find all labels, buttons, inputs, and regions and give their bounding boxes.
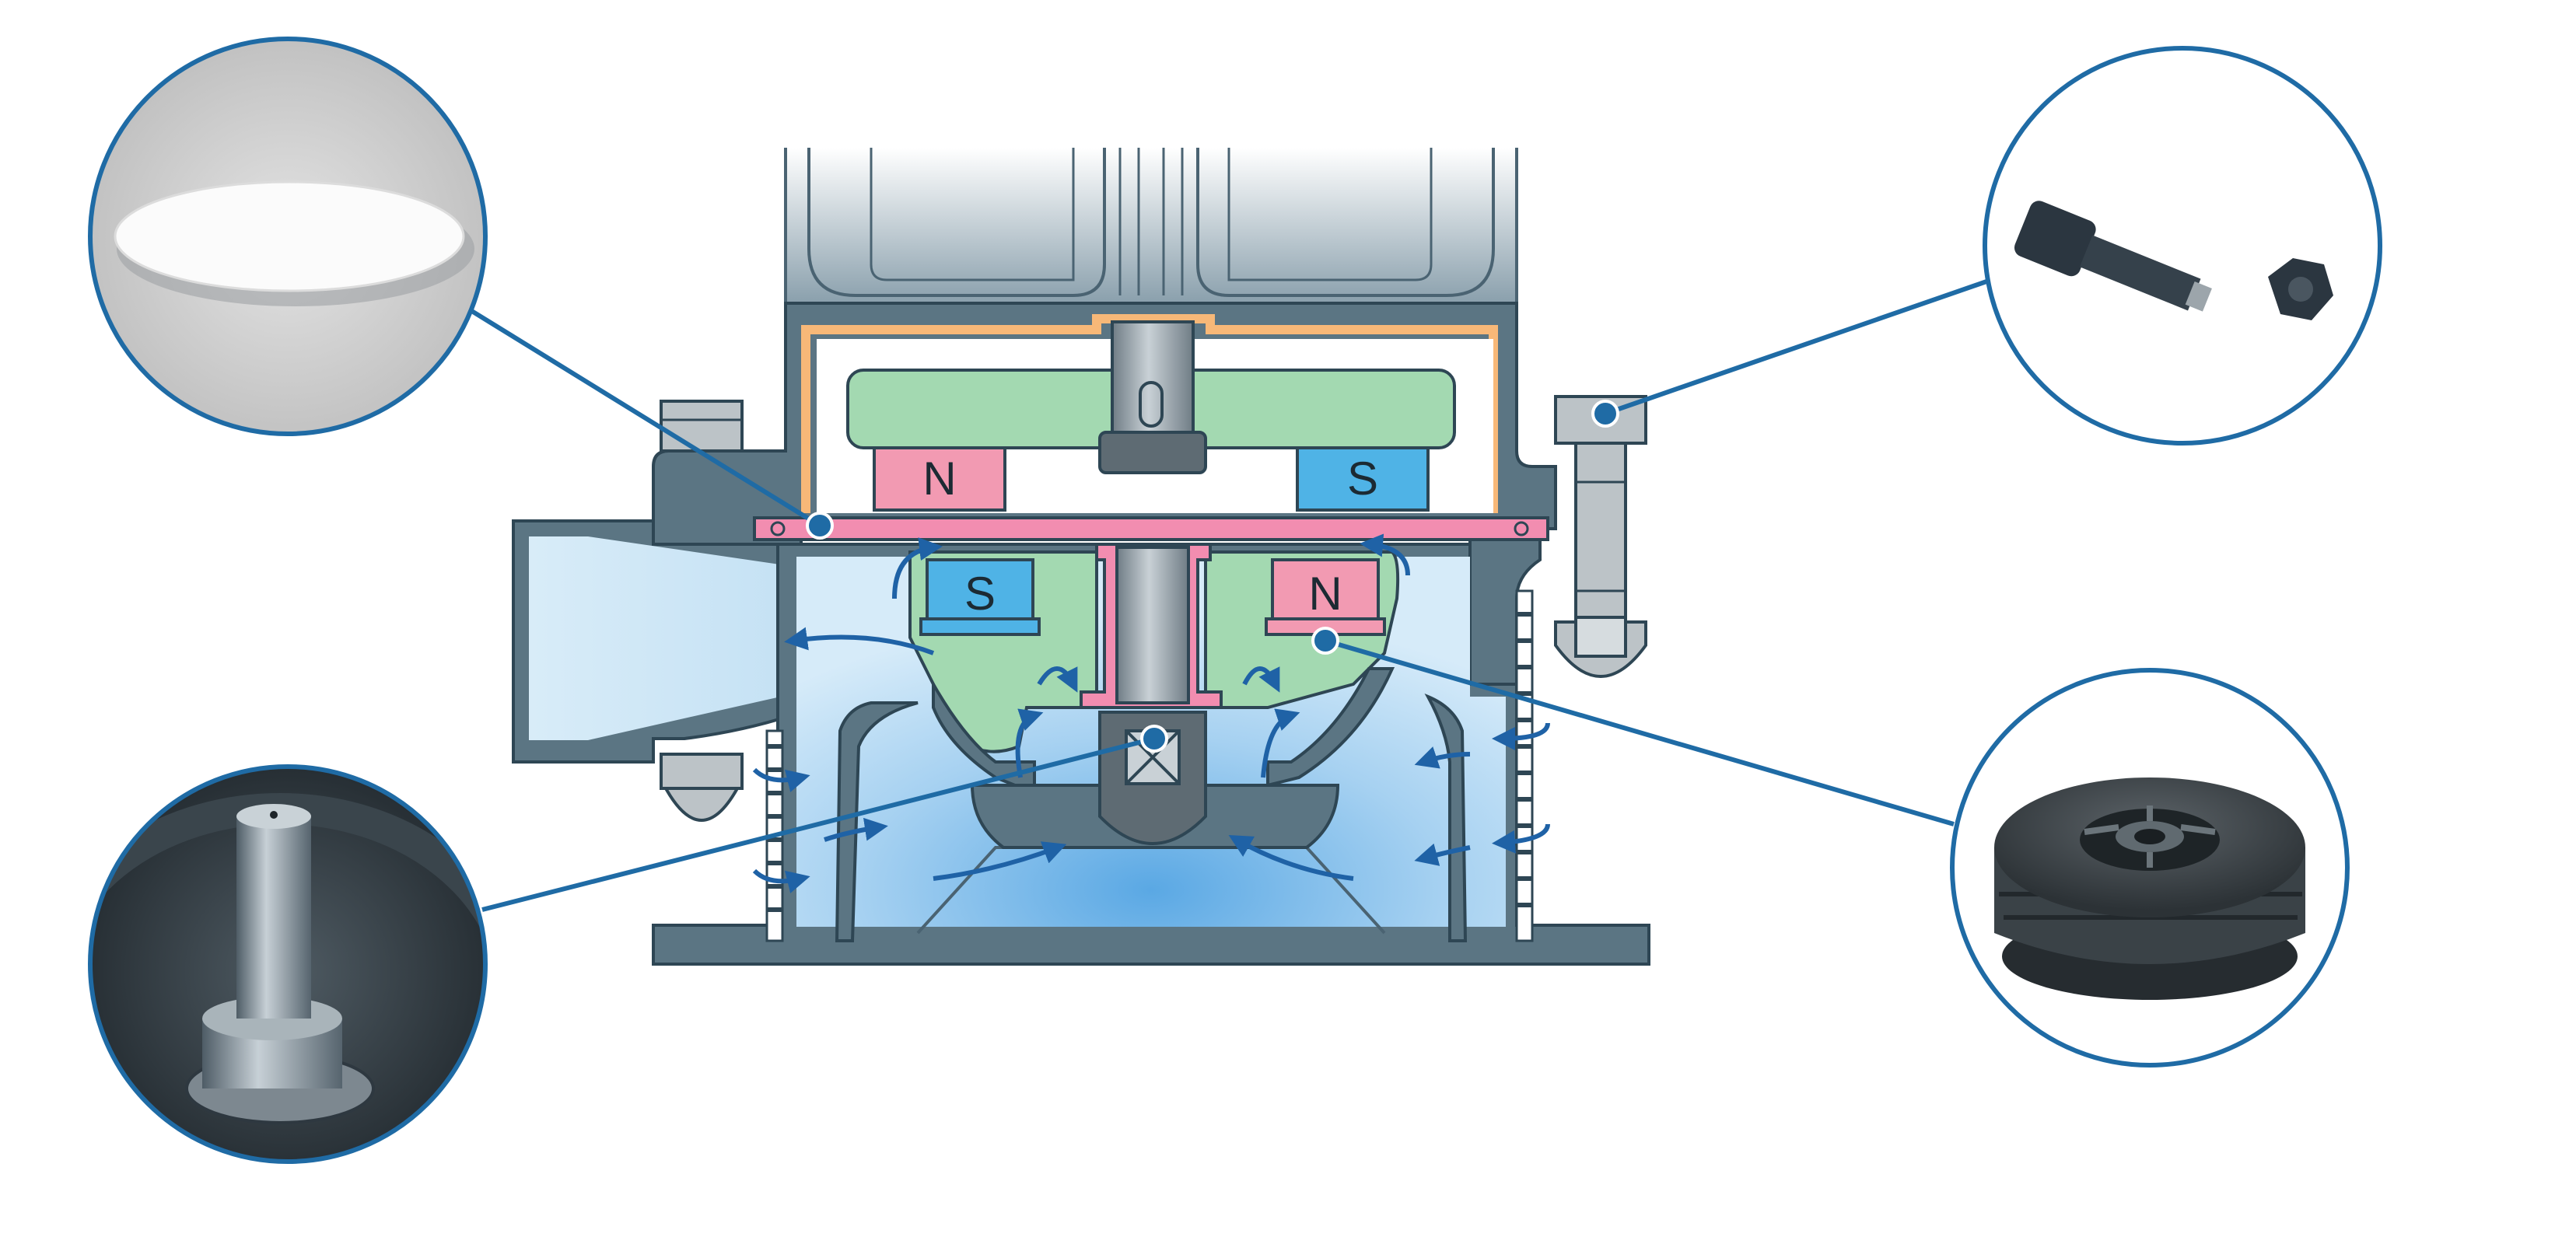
inlet-grid-right [1515,589,1534,942]
shaft-assembly [1080,543,1223,845]
svg-text:N: N [1308,568,1342,620]
white-disc-icon [88,37,488,436]
hex-bolt-right [1554,395,1647,678]
containment-plate [753,516,1549,541]
diffuser-vane-left [835,701,919,942]
bracket-liner [801,314,1498,513]
hex-bolt-left [660,400,744,822]
callout-dots [806,400,1619,753]
magnetic-impeller-icon [1950,668,2350,1068]
callout-leaders [465,278,1992,912]
svg-text:S: S [964,568,996,620]
drive-magnet-s: S [1296,446,1430,512]
svg-text:N: N [922,453,956,505]
drive-rotor [846,320,1456,474]
impeller-magnet-n: N [1265,558,1386,636]
motor-housing [784,148,1518,319]
bolt-and-nut-icon [1983,46,2382,446]
svg-text:S: S [1347,453,1378,505]
ceramic-shaft-icon [88,764,488,1164]
flow-arrows [752,533,1550,893]
drive-magnet-n: N [873,446,1006,512]
impeller-magnet-s: S [919,558,1041,636]
diffuser-vane-right [1424,693,1468,942]
